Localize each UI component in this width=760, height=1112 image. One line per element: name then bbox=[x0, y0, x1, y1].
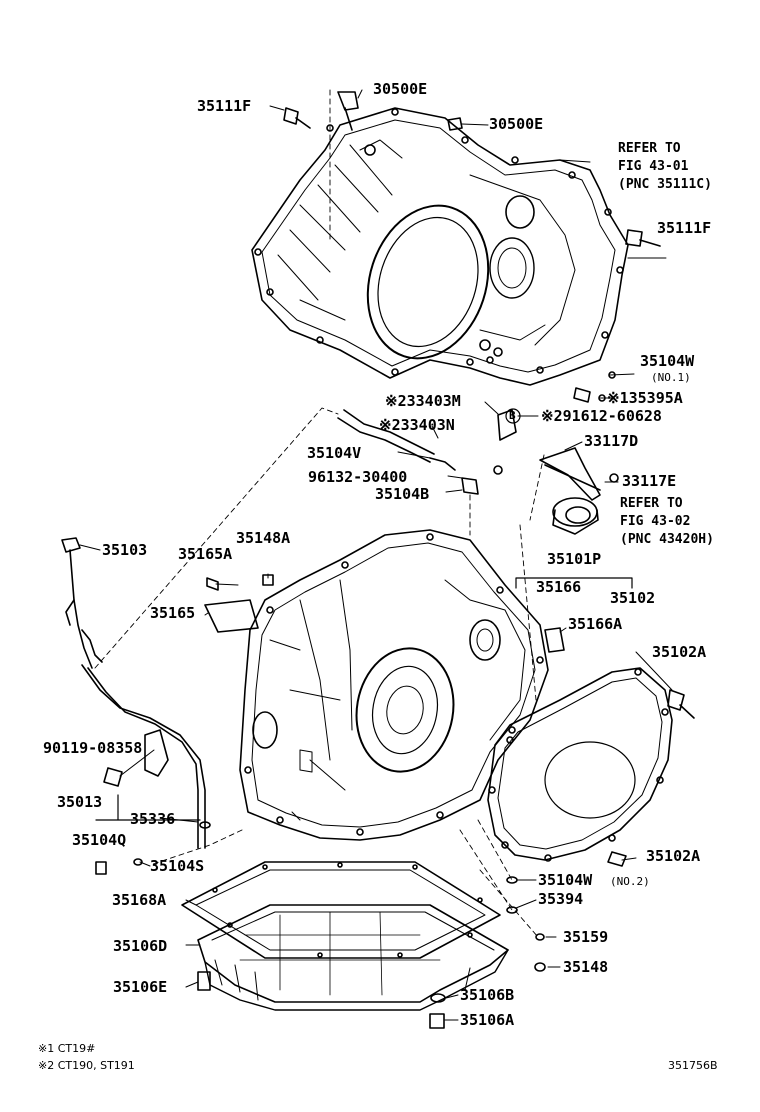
oil-pan bbox=[198, 905, 508, 1010]
label-35111f-right: 35111F bbox=[657, 219, 712, 237]
label-35106a: 35106A bbox=[460, 1011, 515, 1029]
label-35106e: 35106E bbox=[113, 978, 168, 996]
label-30500e-mid: 30500E bbox=[489, 115, 544, 133]
label-35104w: 35104W bbox=[640, 352, 695, 370]
label-35102: 35102 bbox=[610, 589, 656, 607]
b-marker: B bbox=[509, 409, 516, 422]
label-35395a: ※135395A bbox=[607, 389, 683, 407]
label-35111f-top: 35111F bbox=[197, 97, 252, 115]
label-35106d: 35106D bbox=[113, 937, 168, 955]
label-91612-60628: ※291612-60628 bbox=[541, 407, 662, 425]
label-35168a: 35168A bbox=[112, 891, 167, 909]
transaxle-housing-upper bbox=[252, 108, 628, 385]
label-35104b: 35104B bbox=[375, 485, 430, 503]
leader-lines bbox=[80, 90, 672, 1020]
label-35102a-bottom: 35102A bbox=[646, 847, 701, 865]
label-35104q: 35104Q bbox=[72, 831, 127, 849]
label-30500e-top: 30500E bbox=[373, 80, 428, 98]
b-marker-circle bbox=[506, 409, 520, 423]
label-35102a-top: 35102A bbox=[652, 643, 707, 661]
label-35103: 35103 bbox=[102, 541, 148, 559]
label-33117d: 33117D bbox=[584, 432, 639, 450]
label-35106b: 35106B bbox=[460, 986, 515, 1004]
label-35101p: 35101P bbox=[547, 550, 602, 568]
label-96132-30400: 96132-30400 bbox=[308, 468, 408, 486]
label-35165a: 35165A bbox=[178, 545, 233, 563]
label-35166: 35166 bbox=[536, 578, 582, 596]
label-35159: 35159 bbox=[563, 928, 609, 946]
dipstick-assembly bbox=[62, 538, 205, 848]
label-no2: (NO.2) bbox=[610, 875, 650, 888]
footnote-2: ※2 CT190, ST191 bbox=[38, 1059, 135, 1072]
label-90119-08358: 90119-08358 bbox=[43, 739, 143, 757]
transmission-case bbox=[240, 530, 548, 840]
footnote-1: ※1 CT19# bbox=[38, 1042, 96, 1055]
label-35104v: 35104V bbox=[307, 444, 362, 462]
label-no1: (NO.1) bbox=[651, 371, 691, 384]
dashed-guide-lines bbox=[95, 90, 666, 937]
bracket-and-seal bbox=[540, 448, 600, 534]
label-33117e: 33117E bbox=[622, 472, 677, 490]
oil-pan-gasket bbox=[182, 862, 500, 958]
label-35104s: 35104S bbox=[150, 857, 205, 875]
label-35104w-no2: 35104W bbox=[538, 871, 593, 889]
label-33403m: ※233403M bbox=[385, 392, 461, 410]
label-35166a: 35166A bbox=[568, 615, 623, 633]
label-35394: 35394 bbox=[538, 890, 584, 908]
label-35013: 35013 bbox=[57, 793, 103, 811]
label-35148: 35148 bbox=[563, 958, 609, 976]
illustration-code: 351756B bbox=[668, 1059, 718, 1072]
label-33403n: ※233403N bbox=[379, 416, 455, 434]
label-35165: 35165 bbox=[150, 604, 196, 622]
label-35148a: 35148A bbox=[236, 529, 291, 547]
group-bracket-35101p bbox=[516, 578, 632, 588]
side-cover bbox=[488, 668, 672, 861]
label-35336: 35336 bbox=[130, 810, 176, 828]
